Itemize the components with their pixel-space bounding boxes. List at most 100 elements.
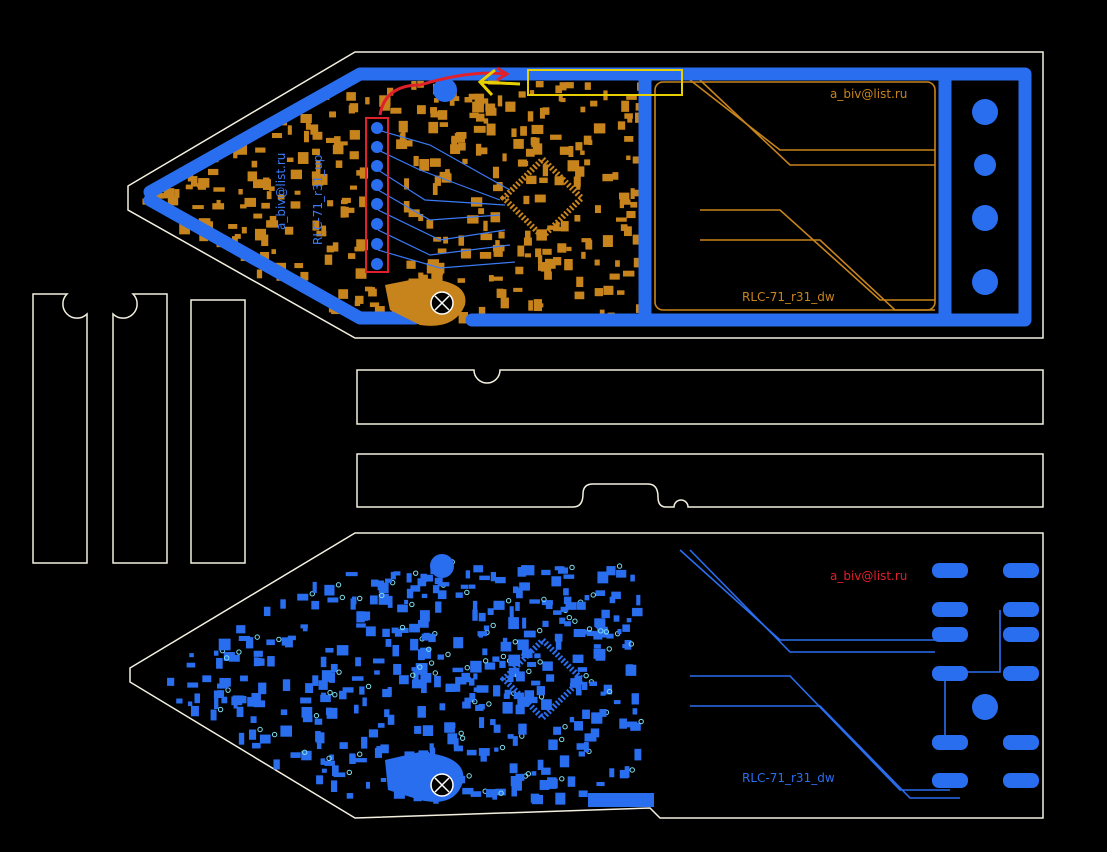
pad xyxy=(531,137,537,148)
pad xyxy=(324,760,335,766)
pad xyxy=(189,653,194,658)
pad xyxy=(167,677,175,686)
pad xyxy=(627,721,638,728)
pad xyxy=(495,576,506,584)
pad xyxy=(346,92,356,101)
pad xyxy=(473,673,478,680)
pad xyxy=(522,617,527,629)
pad xyxy=(485,103,496,112)
pad xyxy=(187,174,194,182)
via xyxy=(566,614,572,621)
via xyxy=(486,701,492,707)
pad xyxy=(630,574,635,582)
pad xyxy=(624,136,634,142)
pad xyxy=(553,610,562,615)
via xyxy=(603,629,610,635)
pad xyxy=(426,219,434,229)
pad xyxy=(262,179,271,190)
pad xyxy=(238,635,251,642)
pad xyxy=(546,674,555,682)
pad xyxy=(480,753,487,762)
pad xyxy=(339,690,347,700)
pad xyxy=(439,703,446,711)
pad xyxy=(320,656,327,668)
pad xyxy=(455,676,467,685)
via xyxy=(426,646,432,652)
pad xyxy=(216,683,229,689)
via xyxy=(445,651,451,658)
pad xyxy=(330,663,338,673)
pad xyxy=(341,197,351,203)
pad xyxy=(387,687,392,696)
via xyxy=(629,767,635,773)
pad xyxy=(455,592,463,598)
pad xyxy=(413,155,419,167)
pad xyxy=(408,209,420,218)
pad xyxy=(472,609,478,621)
pad xyxy=(387,87,394,96)
pad xyxy=(371,579,379,587)
pad xyxy=(194,693,200,704)
via xyxy=(466,773,472,779)
pad xyxy=(468,584,476,589)
pad xyxy=(484,662,496,670)
pad xyxy=(326,245,335,253)
pad xyxy=(294,190,301,195)
pad xyxy=(502,701,513,714)
pad xyxy=(509,606,514,618)
pad xyxy=(619,199,631,205)
pad xyxy=(567,160,580,172)
pad xyxy=(387,714,395,725)
pad xyxy=(300,271,309,281)
pad xyxy=(624,766,630,778)
red-highlight-box xyxy=(365,117,389,273)
pad xyxy=(466,749,477,756)
pad xyxy=(551,576,562,587)
red-annotation-arrow xyxy=(378,66,510,116)
pad xyxy=(525,230,531,243)
pad xyxy=(495,788,506,796)
mcu-chip xyxy=(499,154,586,242)
via xyxy=(458,730,464,736)
pad xyxy=(437,590,447,600)
pad xyxy=(624,113,633,119)
pad xyxy=(429,743,434,751)
pad xyxy=(326,707,338,719)
pad xyxy=(578,751,585,757)
pad xyxy=(446,722,456,729)
via xyxy=(336,669,342,675)
pad xyxy=(261,234,269,247)
pad xyxy=(432,183,438,195)
pad xyxy=(312,177,324,186)
pad xyxy=(380,777,387,782)
pad xyxy=(453,637,464,649)
pad xyxy=(574,291,585,300)
pad xyxy=(559,82,567,91)
long-panel-1 xyxy=(356,369,1044,425)
pad xyxy=(247,697,258,707)
pad xyxy=(354,300,361,307)
via xyxy=(379,592,385,599)
via xyxy=(606,688,613,695)
pad xyxy=(483,118,489,124)
pad xyxy=(390,107,402,114)
via xyxy=(537,627,543,634)
pad xyxy=(210,709,217,721)
programming-header-pads xyxy=(371,122,383,270)
pad xyxy=(590,728,600,738)
pad xyxy=(437,654,444,660)
pad xyxy=(502,153,507,162)
pad xyxy=(560,606,569,613)
pad xyxy=(612,172,619,180)
pad xyxy=(507,734,514,739)
pad xyxy=(187,682,199,688)
pad xyxy=(469,693,476,700)
pad xyxy=(478,306,486,318)
pad xyxy=(513,692,524,700)
pad xyxy=(470,660,482,673)
pad xyxy=(560,98,566,103)
pad xyxy=(594,288,604,297)
pad xyxy=(404,178,410,190)
pad xyxy=(574,721,584,731)
pad xyxy=(490,572,497,582)
